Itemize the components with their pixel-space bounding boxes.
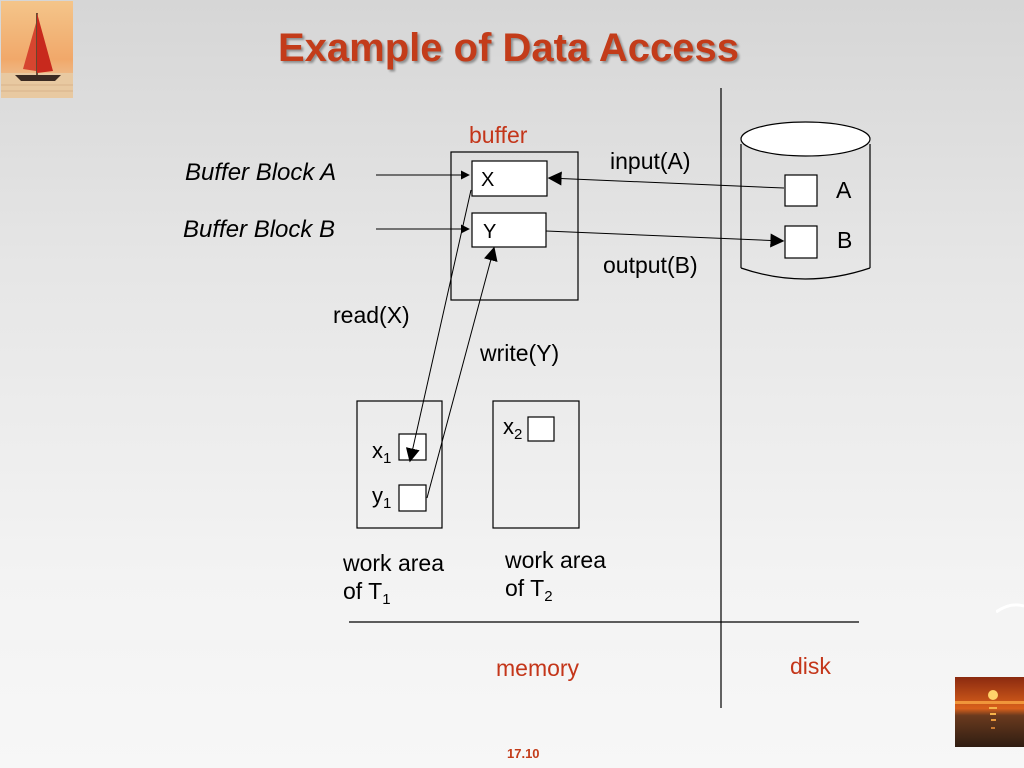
disk-b-label: B — [837, 227, 853, 253]
arrow-input-a — [547, 171, 785, 189]
x2-label: x2 — [503, 414, 523, 443]
work-area-t1-line1: work area — [343, 550, 444, 576]
buffer-block-b-label: Buffer Block B — [183, 216, 336, 243]
x1-label: x1 — [372, 438, 392, 467]
slide-title: Example of Data Access — [278, 26, 739, 70]
disk-cylinder — [740, 121, 871, 280]
buffer-block-x — [471, 160, 548, 197]
x1-subscript: 1 — [383, 450, 392, 467]
x2-subscript: 2 — [514, 426, 523, 443]
work-area-t2-line1: work area — [505, 547, 606, 573]
work-area-t2-of: of T — [505, 575, 545, 601]
sunset-logo-icon — [955, 677, 1024, 747]
y1-subscript: 1 — [383, 495, 392, 512]
buffer-block-a-label: Buffer Block A — [185, 159, 337, 186]
work-area-t2-line2: of T2 — [505, 574, 606, 611]
work-area-t1-line2: of T1 — [343, 577, 444, 614]
work-area-t1 — [356, 400, 443, 529]
y1-label: y1 — [372, 483, 392, 512]
x2-base: x — [503, 414, 514, 439]
arrow-read-x — [405, 189, 472, 463]
work-area-t1-subscript: 1 — [382, 591, 391, 608]
buffer-label: buffer — [469, 122, 528, 148]
work-area-t1-label: work area of T1 — [343, 549, 444, 614]
work-area-t1-of: of T — [343, 578, 383, 604]
work-area-t2 — [492, 400, 580, 529]
work-area-t2-subscript: 2 — [544, 588, 553, 605]
work-area-t2-label: work area of T2 — [505, 546, 606, 611]
swoosh-decoration — [996, 603, 1024, 614]
x2-box — [527, 416, 555, 442]
read-x-label: read(X) — [333, 302, 410, 328]
arrow-output-b — [545, 230, 785, 248]
arrow-write-y — [426, 246, 498, 499]
x1-base: x — [372, 438, 383, 463]
disk-block-a-box — [784, 174, 818, 207]
block-x-label: X — [481, 169, 495, 191]
write-y-label: write(Y) — [480, 340, 560, 366]
block-y-label: Y — [483, 221, 497, 243]
output-b-label: output(B) — [603, 252, 698, 278]
slide-number: 17.10 — [507, 746, 540, 761]
memory-label: memory — [496, 655, 580, 681]
y1-box — [398, 484, 427, 512]
buffer-block-y — [471, 212, 547, 248]
y1-base: y — [372, 483, 383, 508]
x1-box — [398, 433, 427, 461]
disk-block-b-box — [784, 225, 818, 259]
sailboat-logo-icon — [1, 1, 73, 98]
input-a-label: input(A) — [610, 148, 691, 174]
disk-a-label: A — [836, 177, 852, 203]
buffer-box — [450, 151, 579, 301]
disk-label: disk — [790, 653, 831, 679]
